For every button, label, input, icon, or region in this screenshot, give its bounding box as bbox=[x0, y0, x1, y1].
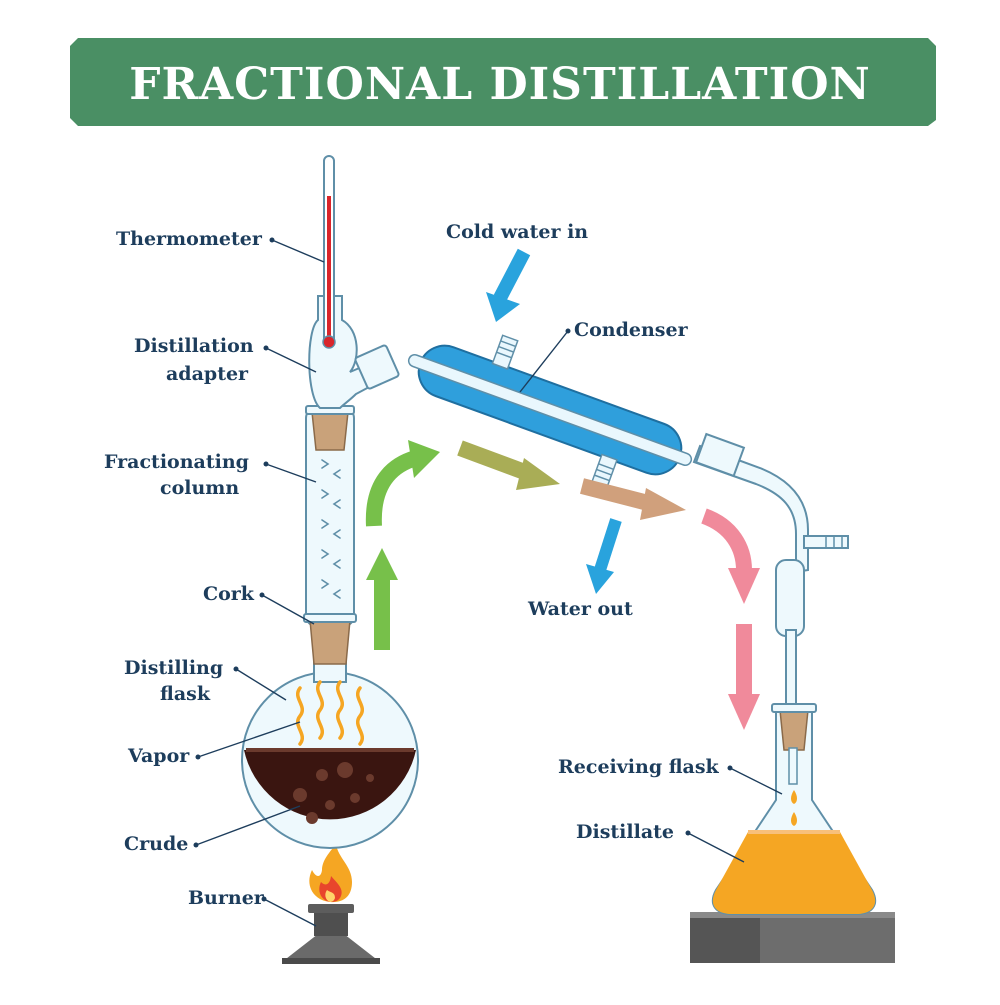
svg-text:Distillate: Distillate bbox=[576, 821, 674, 843]
crude-liquid bbox=[244, 750, 416, 820]
label-distillate: Distillate bbox=[576, 821, 745, 863]
label-cork: Cork bbox=[203, 583, 315, 625]
page-title: FRACTIONAL DISTILLATION bbox=[129, 59, 871, 110]
distillate-arrow-down bbox=[728, 624, 760, 730]
label-distilling-flask: Distilling flask bbox=[124, 657, 287, 705]
svg-text:Condenser: Condenser bbox=[574, 319, 689, 341]
label-thermometer: Thermometer bbox=[116, 228, 325, 263]
vapor-icon bbox=[296, 680, 364, 746]
cork-receiving bbox=[779, 709, 809, 751]
burner bbox=[282, 904, 380, 964]
distillate-liquid bbox=[712, 832, 876, 914]
distillate-arrow-curve bbox=[700, 508, 760, 604]
svg-text:Vapor: Vapor bbox=[127, 745, 190, 767]
label-crude: Crude bbox=[124, 805, 301, 855]
receiver-adapter bbox=[692, 432, 849, 751]
label-cold-water-in: Cold water in bbox=[446, 221, 588, 243]
svg-text:Water out: Water out bbox=[527, 598, 633, 620]
label-water-out: Water out bbox=[527, 598, 633, 620]
vapor-arrow-curve bbox=[365, 440, 440, 527]
fractionating-column bbox=[305, 407, 355, 627]
water-out-arrow bbox=[586, 518, 622, 594]
svg-text:Cold water in: Cold water in bbox=[446, 221, 588, 243]
label-burner: Burner bbox=[188, 887, 317, 927]
distilling-flask bbox=[241, 639, 419, 849]
title-banner: FRACTIONAL DISTILLATION bbox=[70, 38, 936, 126]
hot-plate bbox=[690, 912, 895, 963]
label-distillation-adapter: Distillation adapter bbox=[134, 335, 317, 385]
svg-text:Crude: Crude bbox=[124, 833, 188, 855]
vapor-arrow-up bbox=[366, 548, 398, 650]
svg-text:Fractionating: Fractionating bbox=[104, 451, 249, 473]
receiving-flask bbox=[711, 703, 877, 915]
cork-top bbox=[305, 405, 355, 451]
svg-text:Distilling: Distilling bbox=[124, 657, 223, 679]
distillation-adapter bbox=[308, 295, 400, 409]
label-vapor: Vapor bbox=[127, 721, 301, 767]
svg-text:flask: flask bbox=[160, 683, 211, 705]
svg-text:adapter: adapter bbox=[166, 363, 249, 385]
label-fractionating-column: Fractionating column bbox=[104, 451, 317, 499]
thermometer bbox=[322, 155, 336, 349]
svg-text:Thermometer: Thermometer bbox=[116, 228, 263, 250]
label-receiving-flask: Receiving flask bbox=[558, 756, 783, 795]
svg-text:Cork: Cork bbox=[203, 583, 255, 605]
svg-text:Distillation: Distillation bbox=[134, 335, 254, 357]
svg-text:Burner: Burner bbox=[188, 887, 265, 909]
flame-icon bbox=[309, 844, 352, 903]
vapor-arrow-tan bbox=[580, 478, 686, 520]
vapor-arrow-olive bbox=[457, 440, 560, 490]
label-condenser: Condenser bbox=[519, 319, 689, 393]
cork-bottom bbox=[303, 613, 357, 665]
svg-text:column: column bbox=[160, 477, 239, 499]
svg-text:Receiving flask: Receiving flask bbox=[558, 756, 720, 778]
condenser bbox=[407, 334, 693, 490]
cold-water-in-arrow bbox=[486, 248, 531, 322]
